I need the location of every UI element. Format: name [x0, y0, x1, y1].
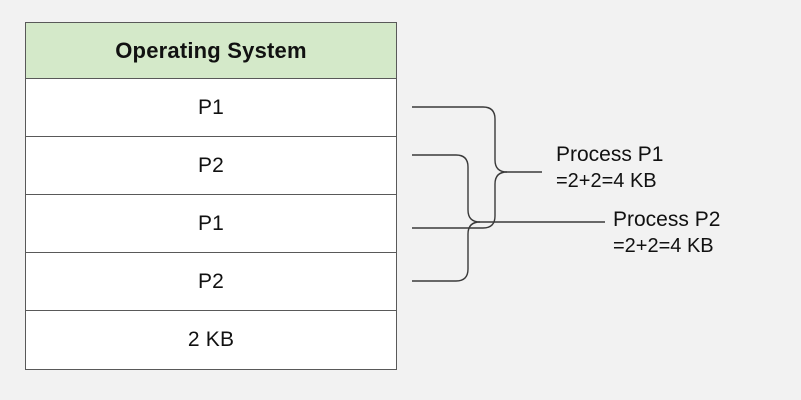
memory-row-p1-second: P1 — [26, 195, 396, 253]
memory-table: Operating System P1 P2 P1 P2 2 KB — [25, 22, 397, 370]
memory-row-p2-second: P2 — [26, 253, 396, 311]
annotation-detail: =2+2=4 KB — [613, 235, 714, 257]
memory-row-label: P1 — [197, 95, 225, 119]
memory-row-label: P2 — [197, 269, 225, 293]
memory-row-p1-first: P1 — [26, 79, 396, 137]
memory-row-operating-system: Operating System — [26, 23, 396, 79]
connector-p1-row1 — [412, 106, 542, 173]
memory-row-free-space: 2 KB — [26, 311, 396, 369]
connector-p2-row4 — [412, 221, 481, 282]
annotation-title: Process P2 — [613, 208, 721, 231]
memory-row-label: P1 — [197, 211, 225, 235]
annotation-detail: =2+2=4 KB — [556, 170, 657, 192]
memory-row-label: 2 KB — [187, 328, 235, 351]
connector-p1-row3 — [412, 171, 508, 229]
annotation-process-p1: Process P1 =2+2=4 KB — [556, 142, 663, 194]
memory-row-p2-first: P2 — [26, 137, 396, 195]
annotation-process-p2: Process P2 =2+2=4 KB — [613, 207, 720, 259]
memory-row-label: P2 — [197, 153, 225, 177]
memory-row-label: Operating System — [115, 37, 307, 63]
annotation-title: Process P1 — [556, 143, 664, 166]
